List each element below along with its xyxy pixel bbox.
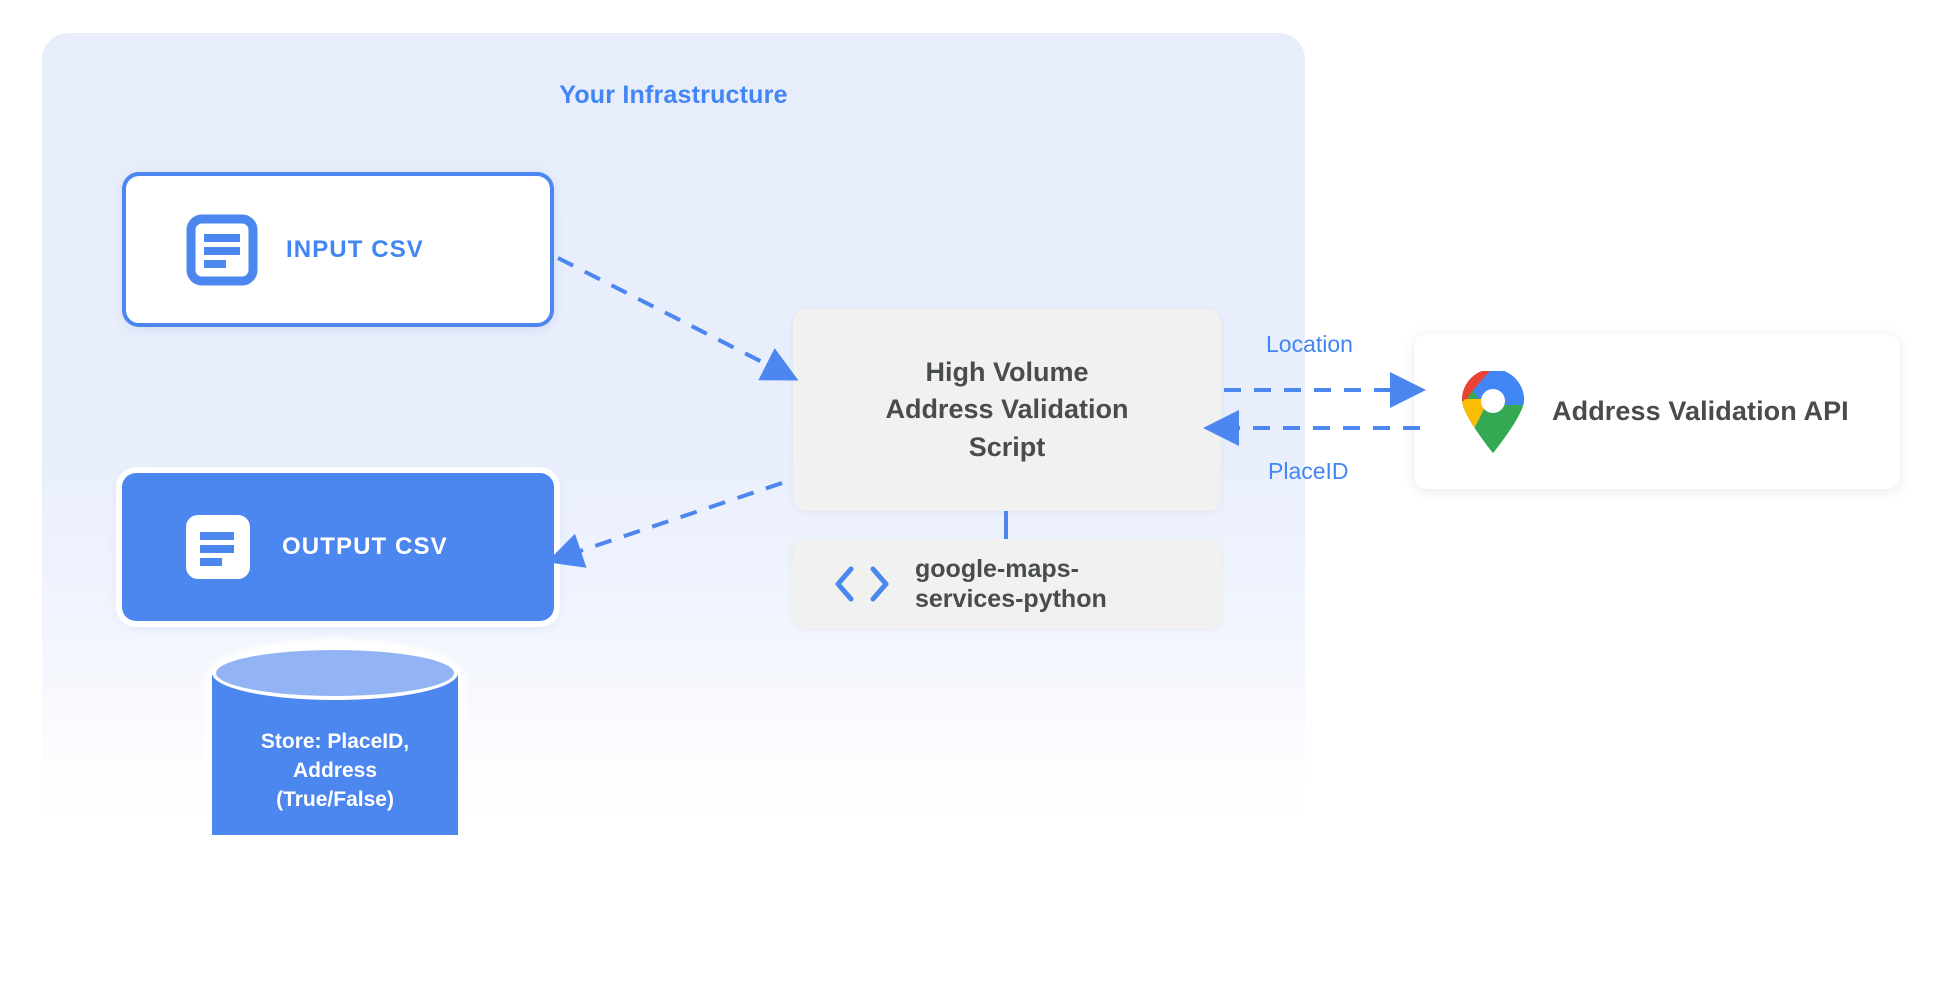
edge-label-placeid: PlaceID: [1268, 458, 1349, 484]
script-line-2: Address Validation: [885, 394, 1129, 425]
node-address-validation-api[interactable]: Address Validation API: [1414, 334, 1900, 489]
database-line-2: Address: [292, 758, 378, 782]
google-maps-pin-icon: [1462, 370, 1524, 453]
document-lines-icon: [186, 515, 250, 579]
library-line-1: google-maps-: [915, 554, 1079, 583]
node-library[interactable]: google-maps- services-python: [793, 539, 1221, 629]
node-input-csv[interactable]: INPUT CSV: [122, 172, 554, 327]
node-database-label: Store: PlaceID, Address (True/False): [212, 728, 458, 815]
library-line-2: services-python: [915, 585, 1107, 613]
document-lines-icon: [186, 214, 258, 285]
infrastructure-title: Your Infrastructure: [559, 81, 788, 109]
code-brackets-icon: [835, 566, 889, 602]
database-line-3: (True/False): [276, 787, 394, 811]
node-library-label: google-maps- services-python: [915, 554, 1107, 615]
node-output-csv[interactable]: OUTPUT CSV: [122, 473, 554, 621]
node-script-label: High Volume Address Validation Script: [871, 354, 1142, 466]
database-top: [212, 646, 458, 700]
node-output-csv-label: OUTPUT CSV: [282, 533, 448, 560]
script-line-1: High Volume: [925, 357, 1089, 388]
node-database[interactable]: Store: PlaceID, Address (True/False): [205, 639, 465, 868]
script-line-3: Script: [968, 431, 1046, 462]
node-script[interactable]: High Volume Address Validation Script: [793, 309, 1221, 511]
node-api-label: Address Validation API: [1552, 396, 1849, 426]
node-input-csv-label: INPUT CSV: [286, 235, 424, 263]
database-line-1: Store: PlaceID,: [260, 730, 410, 753]
edge-label-location: Location: [1266, 331, 1353, 357]
edge-script-to-library: [1004, 511, 1008, 541]
